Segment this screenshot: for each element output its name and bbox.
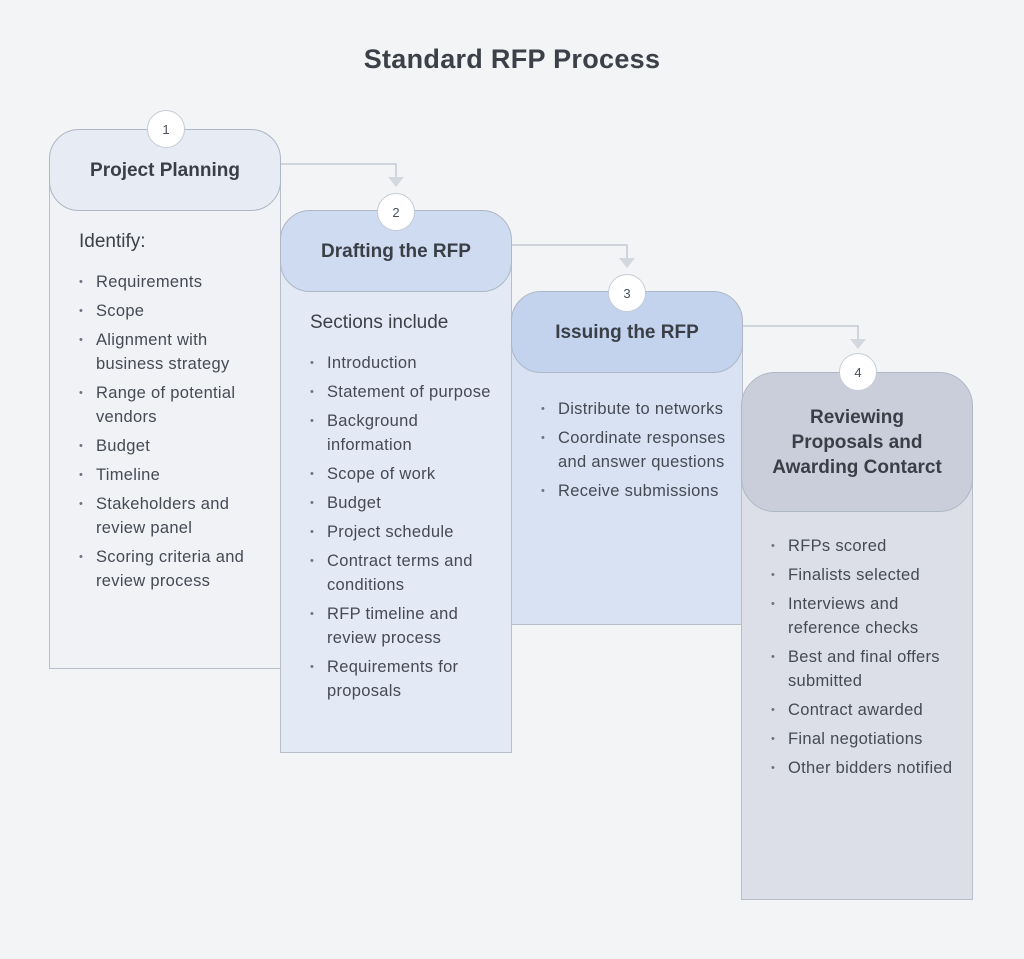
step-2-item-list: Introduction Statement of purpose Backgr… bbox=[310, 351, 505, 708]
step-1-header: Project Planning bbox=[49, 129, 281, 211]
list-item: Receive submissions bbox=[541, 479, 736, 503]
list-item: Stakeholders and review panel bbox=[79, 492, 274, 540]
step-4-number-badge: 4 bbox=[839, 353, 877, 391]
list-item: Coordinate responses and answer question… bbox=[541, 426, 736, 474]
list-item: Requirements bbox=[79, 270, 274, 294]
list-item: RFP timeline and review process bbox=[310, 602, 505, 650]
arrowhead-3-4 bbox=[850, 339, 866, 349]
list-item: Finalists selected bbox=[771, 563, 966, 587]
list-item: Scope of work bbox=[310, 462, 505, 486]
step-3: Issuing the RFP 3 Distribute to networks… bbox=[511, 274, 743, 625]
list-item: Contract terms and conditions bbox=[310, 549, 505, 597]
list-item: Background information bbox=[310, 409, 505, 457]
arrowhead-1-2 bbox=[388, 177, 404, 187]
step-4-item-list: RFPs scored Finalists selected Interview… bbox=[771, 534, 966, 785]
step-2-number-badge: 2 bbox=[377, 193, 415, 231]
step-3-item-list: Distribute to networks Coordinate respon… bbox=[541, 397, 736, 508]
step-1-section-label: Identify: bbox=[79, 231, 146, 252]
step-1-item-list: Requirements Scope Alignment with busine… bbox=[79, 270, 274, 598]
list-item: RFPs scored bbox=[771, 534, 966, 558]
list-item: Contract awarded bbox=[771, 698, 966, 722]
list-item: Best and final offers submitted bbox=[771, 645, 966, 693]
step-3-header: Issuing the RFP bbox=[511, 291, 743, 373]
step-1: Project Planning 1 Identify: Requirement… bbox=[49, 110, 281, 669]
diagram-title: Standard RFP Process bbox=[363, 44, 661, 74]
connector-2-3 bbox=[511, 244, 628, 259]
step-4: Reviewing Proposals and Awarding Contarc… bbox=[741, 353, 973, 900]
list-item: Scope bbox=[79, 299, 274, 323]
list-item: Statement of purpose bbox=[310, 380, 505, 404]
list-item: Timeline bbox=[79, 463, 274, 487]
step-2: Drafting the RFP 2 Sections include Intr… bbox=[280, 193, 512, 753]
step-2-section-label: Sections include bbox=[310, 312, 449, 333]
list-item: Alignment with business strategy bbox=[79, 328, 274, 376]
list-item: Other bidders notified bbox=[771, 756, 966, 780]
step-3-body bbox=[511, 331, 743, 625]
connector-3-4 bbox=[741, 325, 859, 340]
list-item: Budget bbox=[310, 491, 505, 515]
step-4-header: Reviewing Proposals and Awarding Contarc… bbox=[741, 372, 973, 512]
list-item: Final negotiations bbox=[771, 727, 966, 751]
list-item: Project schedule bbox=[310, 520, 505, 544]
list-item: Requirements for proposals bbox=[310, 655, 505, 703]
list-item: Distribute to networks bbox=[541, 397, 736, 421]
list-item: Introduction bbox=[310, 351, 505, 375]
list-item: Interviews and reference checks bbox=[771, 592, 966, 640]
list-item: Budget bbox=[79, 434, 274, 458]
connector-1-2 bbox=[280, 163, 397, 178]
step-3-number-badge: 3 bbox=[608, 274, 646, 312]
arrowhead-2-3 bbox=[619, 258, 635, 268]
list-item: Range of potential vendors bbox=[79, 381, 274, 429]
step-1-number-badge: 1 bbox=[147, 110, 185, 148]
list-item: Scoring criteria and review process bbox=[79, 545, 274, 593]
